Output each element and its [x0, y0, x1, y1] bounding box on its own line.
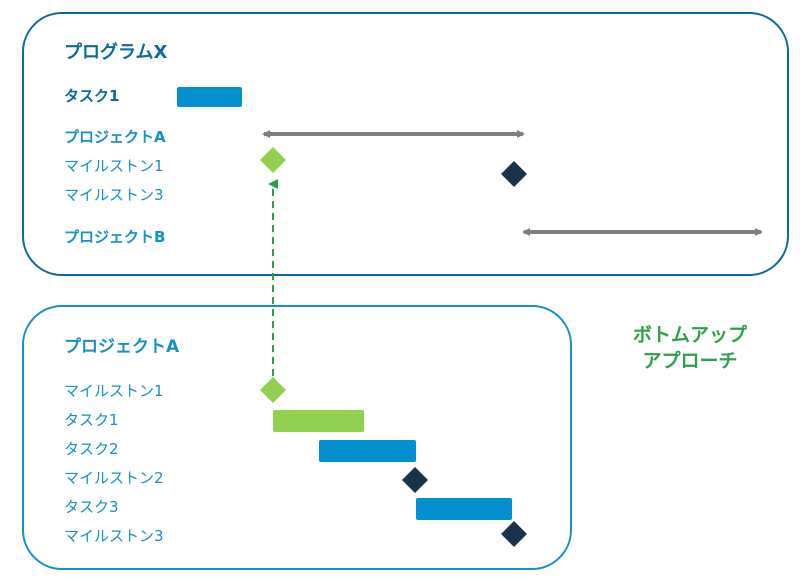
project-row-task1: タスク1 — [64, 411, 119, 429]
project-row-task2: タスク2 — [64, 440, 119, 458]
program-row-milestone1: マイルストン1 — [64, 157, 164, 175]
approach-line1: ボトムアップ — [632, 324, 747, 346]
project-task1-bar — [273, 410, 364, 432]
project-milestone3-diamond — [501, 521, 527, 547]
project-task2-bar — [319, 440, 416, 462]
program-milestone1-diamond — [260, 147, 286, 173]
project-milestone1-diamond — [260, 377, 286, 403]
program-row-project-b: プロジェクトB — [64, 228, 166, 246]
project-row-task3: タスク3 — [64, 498, 119, 516]
program-row-task1: タスク1 — [64, 87, 120, 105]
project-title: プロジェクトA — [64, 337, 180, 357]
project-row-milestone3: マイルストン3 — [64, 527, 164, 545]
project-milestone2-diamond — [402, 467, 428, 493]
bottom-up-approach-label: ボトムアップ アプローチ — [600, 322, 780, 374]
program-row-milestone3: マイルストン3 — [64, 186, 164, 204]
project-task3-bar — [416, 498, 512, 520]
program-milestone3-diamond — [501, 161, 527, 187]
program-title: プログラムX — [64, 42, 168, 63]
project-panel — [22, 305, 572, 570]
program-row-project-a: プロジェクトA — [64, 128, 166, 146]
approach-line2: アプローチ — [642, 350, 738, 372]
program-task1-bar — [177, 87, 242, 107]
project-row-milestone1: マイルストン1 — [64, 382, 164, 400]
project-row-milestone2: マイルストン2 — [64, 469, 164, 487]
